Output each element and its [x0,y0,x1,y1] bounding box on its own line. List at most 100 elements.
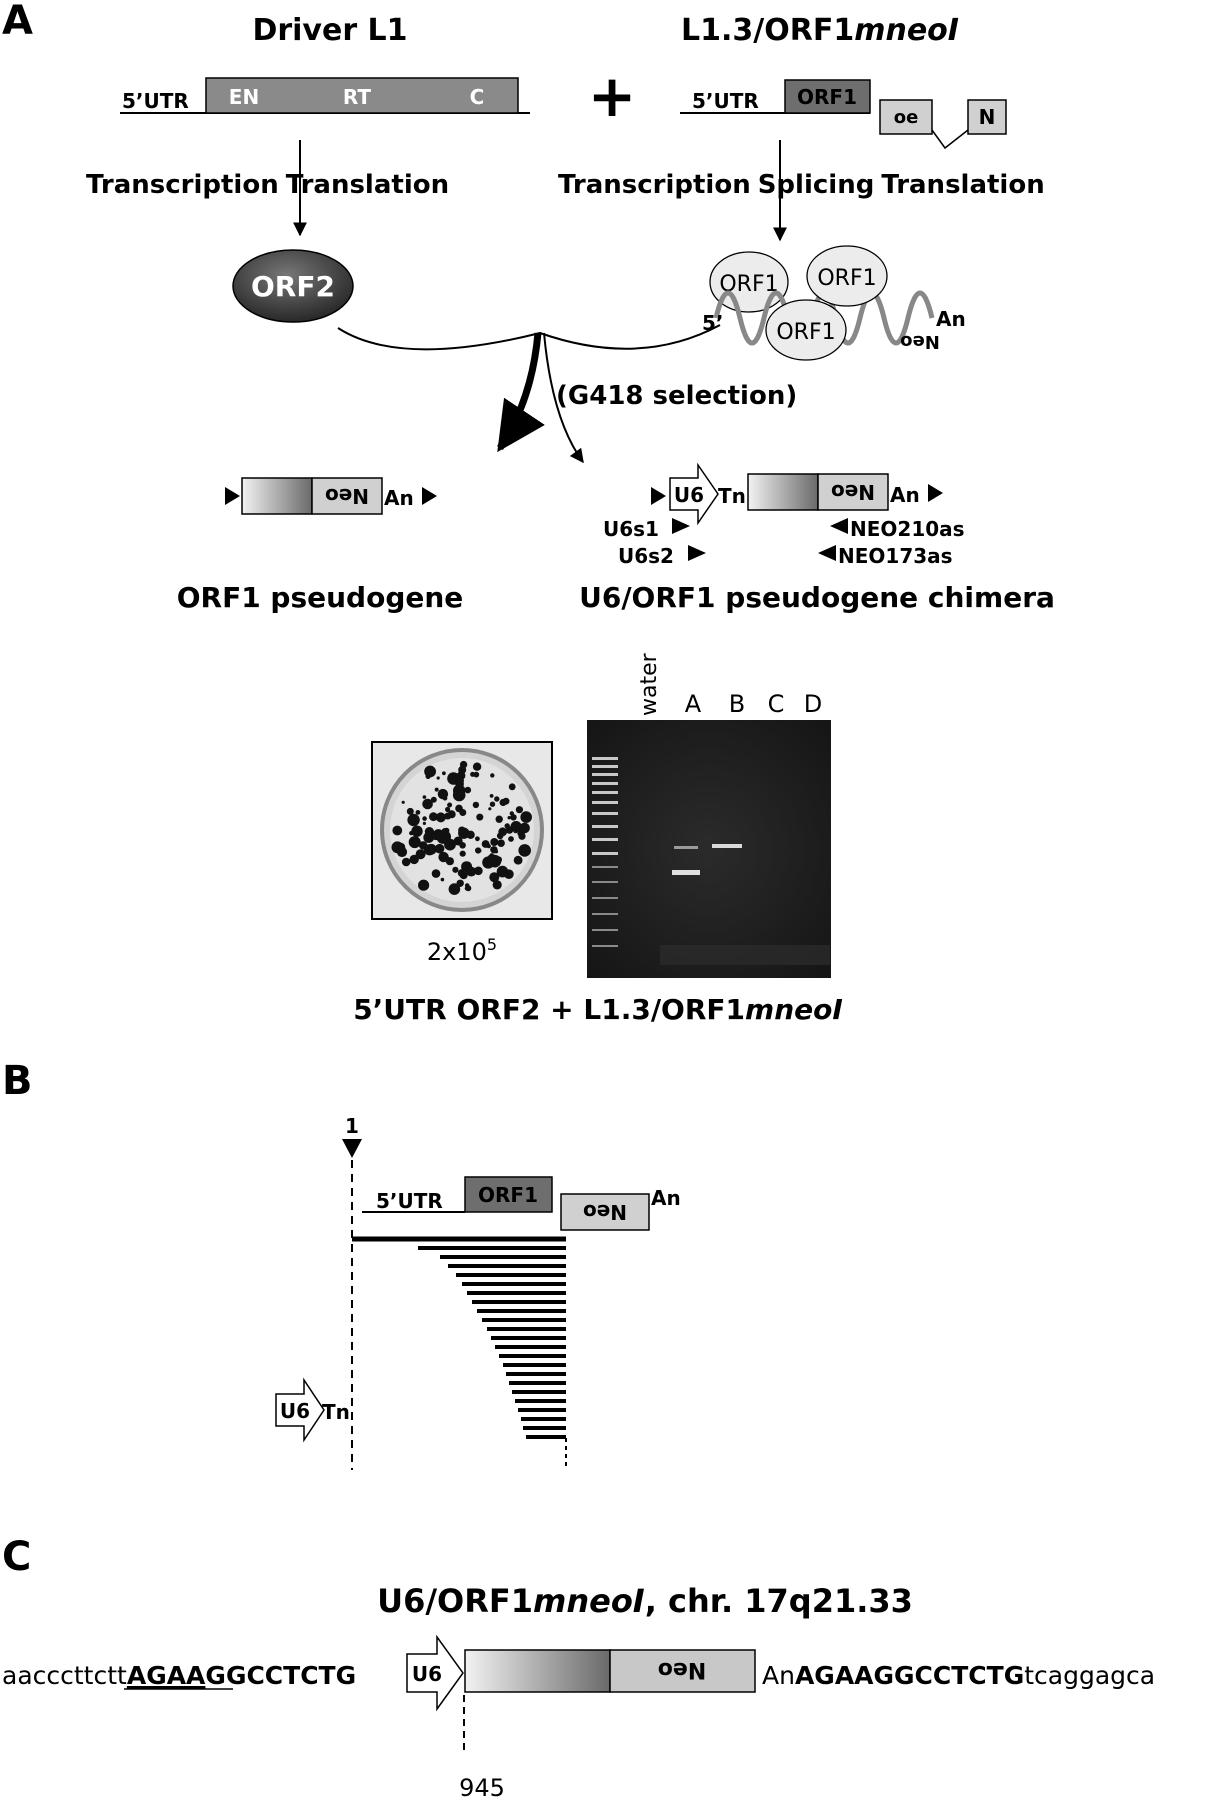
cdna-lines [352,1236,566,1439]
colony [424,765,436,778]
colony [407,813,420,827]
rnp-neo-label: Neo [900,331,940,352]
colony [473,771,480,778]
orf1-pseudogene: Neo An [225,477,437,515]
colony [415,849,426,860]
colony [459,809,467,816]
gel-band-b1 [712,844,742,848]
gel-band-a2 [674,846,698,849]
pseudo-neo-label: Neo [325,484,369,508]
colony [490,773,495,778]
pseudo-an-label: An [384,486,414,510]
ladder-band [592,929,618,931]
reporter-orf1-label: ORF1 [797,85,857,109]
rnp-orf1-label-c: ORF1 [776,320,835,345]
ladder-band [592,838,618,841]
colony [430,796,437,803]
colony [457,869,466,878]
colony [510,814,517,821]
colony [475,836,480,842]
colony [459,850,466,857]
gel-ladder [592,757,618,947]
colony [401,857,411,867]
colony [508,836,514,842]
colony [396,846,408,858]
colony [498,827,508,837]
driver-rt-label: RT [343,85,372,109]
colony [459,760,468,769]
colony [408,836,421,849]
panel-c-neo-label: Neo [658,1657,706,1682]
colony [465,885,472,892]
colony [470,771,476,777]
gel-lane-b: B [729,690,745,718]
chimera-u6-arrow [669,462,719,526]
colony [448,883,461,895]
driver-en-label: EN [229,85,259,109]
colony [447,802,453,808]
colony [434,843,445,854]
colony [518,844,531,857]
colony [514,824,520,829]
primer-neo210as: NEO210as [850,517,965,541]
ladder-band [592,852,618,855]
chimera-label: U6/ORF1 pseudogene chimera [579,581,1055,614]
panel-c-title: U6/ORF1mneoI, chr. 17q21.33 [377,1582,913,1620]
colony [520,811,532,823]
chimera-u6-label: U6 [674,483,704,507]
colony [422,821,426,826]
ladder-band [592,812,618,815]
selection-label: (G418 selection) [556,381,797,411]
colony [509,811,514,816]
panel-b-an-label: An [651,1186,681,1210]
reporter-neo-left-label: oe [894,107,919,128]
reporter-construct: 5’UTR ORF1 oe N [680,79,1007,150]
panel-b-orf1-label: ORF1 [478,1183,538,1207]
colony [489,872,500,883]
colony [472,762,482,771]
panel-label-c: C [2,1534,31,1580]
colony [392,825,403,836]
colony [486,843,491,849]
reporter-neo-right [967,99,1007,135]
reporter-orf1-box [784,79,871,114]
reporter-neo-right-label: N [979,105,996,129]
rnp-5prime: 5’ [702,311,724,335]
colony [406,807,414,815]
colony [474,866,483,876]
colony [445,806,451,813]
colony [455,776,464,785]
ladder-band [592,897,618,899]
colony [442,771,446,776]
colony [489,853,494,858]
colony [513,829,518,834]
ladder-band [592,773,618,776]
colony [438,830,451,844]
colony [519,822,530,834]
colony [476,813,484,821]
gel-lane-c: C [768,690,785,718]
primer-neo173as: NEO173as [838,544,953,568]
colony [494,849,499,854]
integration-arrow-major [497,332,545,453]
integration-arrow-minor [543,332,584,464]
colony [497,839,505,847]
panel-b-tn-label: Tn [322,1400,350,1424]
ladder-band [592,765,618,768]
colony [492,880,502,890]
ladder-band [592,825,618,828]
gel-band-a1 [672,870,700,875]
colony [495,815,503,823]
colony [488,807,492,811]
colony [459,842,466,849]
colony [507,816,511,820]
colony [454,790,458,794]
plus-sign: + [588,62,637,130]
colony [464,786,472,794]
panel-a-caption: 5’UTR ORF2 + L1.3/ORF1mneoI [353,993,843,1026]
driver-c-label: C [470,85,485,109]
colony [508,783,516,791]
ladder-band [592,791,618,794]
